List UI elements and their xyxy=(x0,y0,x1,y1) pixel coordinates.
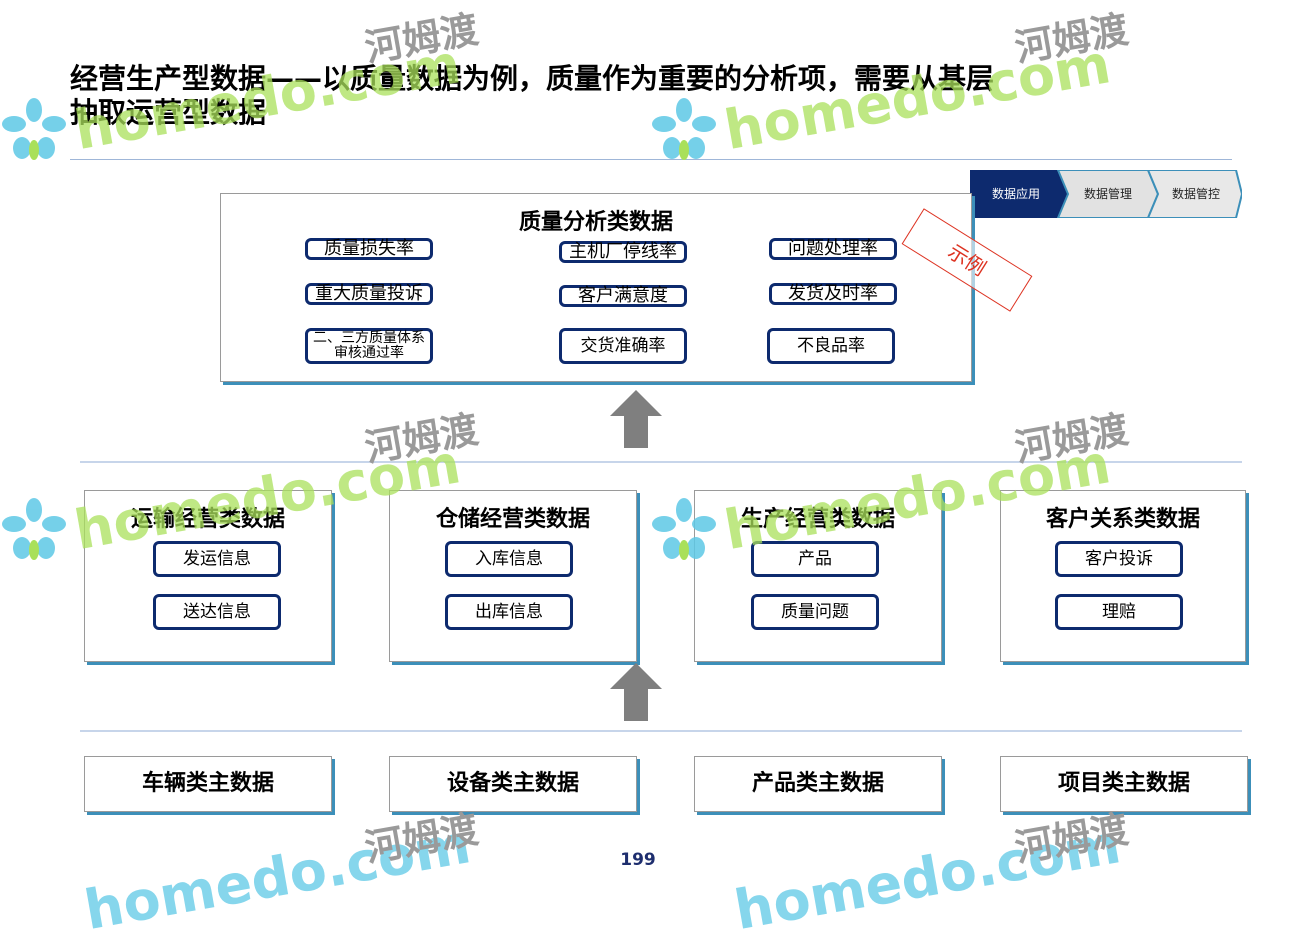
section-divider xyxy=(80,730,1242,732)
panel-title: 仓储经营类数据 xyxy=(435,507,590,532)
transport-panel: 运输经营类数据 发运信息 送达信息 xyxy=(84,490,332,662)
data-item: 质量问题 xyxy=(751,594,879,630)
nav-chevrons xyxy=(970,170,1242,218)
quality-item: 不良品率 xyxy=(767,328,895,364)
nav-item-data-governance[interactable]: 数据管控 xyxy=(1171,187,1220,201)
data-item: 客户投诉 xyxy=(1055,541,1183,577)
customer-panel: 客户关系类数据 客户投诉 理赔 xyxy=(1000,490,1246,662)
quality-analysis-panel: 质量分析类数据 质量损失率 主机厂停线率 问题处理率 重大质量投诉 客户满意度 … xyxy=(220,193,972,382)
master-data-product: 产品类主数据 xyxy=(694,756,942,812)
page-number: 199 xyxy=(620,850,656,870)
section-divider xyxy=(80,461,1242,463)
quality-item: 发货及时率 xyxy=(769,283,897,305)
watermark-logo-icon xyxy=(2,98,66,160)
quality-item: 交货准确率 xyxy=(559,328,687,364)
warehouse-panel: 仓储经营类数据 入库信息 出库信息 xyxy=(389,490,637,662)
watermark-logo-icon xyxy=(2,498,66,560)
quality-item: 客户满意度 xyxy=(559,285,687,307)
data-item: 送达信息 xyxy=(153,594,281,630)
quality-item: 问题处理率 xyxy=(769,238,897,260)
quality-item: 二、三方质量体系审核通过率 xyxy=(305,328,433,364)
quality-item: 重大质量投诉 xyxy=(305,283,433,305)
data-item: 产品 xyxy=(751,541,879,577)
nav-item-data-application[interactable]: 数据应用 xyxy=(991,187,1040,201)
data-item: 发运信息 xyxy=(153,541,281,577)
panel-title: 客户关系类数据 xyxy=(1045,507,1200,532)
watermark-brand: homedo.com xyxy=(80,812,476,942)
watermark-cn: 河姆渡 xyxy=(1011,7,1132,71)
page-title: 经营生产型数据——以质量数据为例，质量作为重要的分析项，需要从基层抽取运营型数据 xyxy=(70,62,995,129)
data-item: 入库信息 xyxy=(445,541,573,577)
breadcrumb-nav: 数据应用 数据管理 数据管控 xyxy=(970,170,1242,218)
up-arrow-icon xyxy=(610,663,662,721)
watermark-brand: homedo.com xyxy=(730,812,1126,942)
nav-item-data-management[interactable]: 数据管理 xyxy=(1083,187,1132,201)
data-item: 出库信息 xyxy=(445,594,573,630)
master-data-equipment: 设备类主数据 xyxy=(389,756,637,812)
production-panel: 生产经营类数据 产品 质量问题 xyxy=(694,490,942,662)
panel-title: 运输经营类数据 xyxy=(130,507,285,532)
title-divider xyxy=(70,159,1232,160)
master-data-vehicle: 车辆类主数据 xyxy=(84,756,332,812)
quality-item: 主机厂停线率 xyxy=(559,241,687,263)
up-arrow-icon xyxy=(610,390,662,448)
quality-item: 质量损失率 xyxy=(305,238,433,260)
quality-panel-title: 质量分析类数据 xyxy=(518,210,673,235)
data-item: 理赔 xyxy=(1055,594,1183,630)
master-data-project: 项目类主数据 xyxy=(1000,756,1248,812)
panel-title: 生产经营类数据 xyxy=(740,507,895,532)
